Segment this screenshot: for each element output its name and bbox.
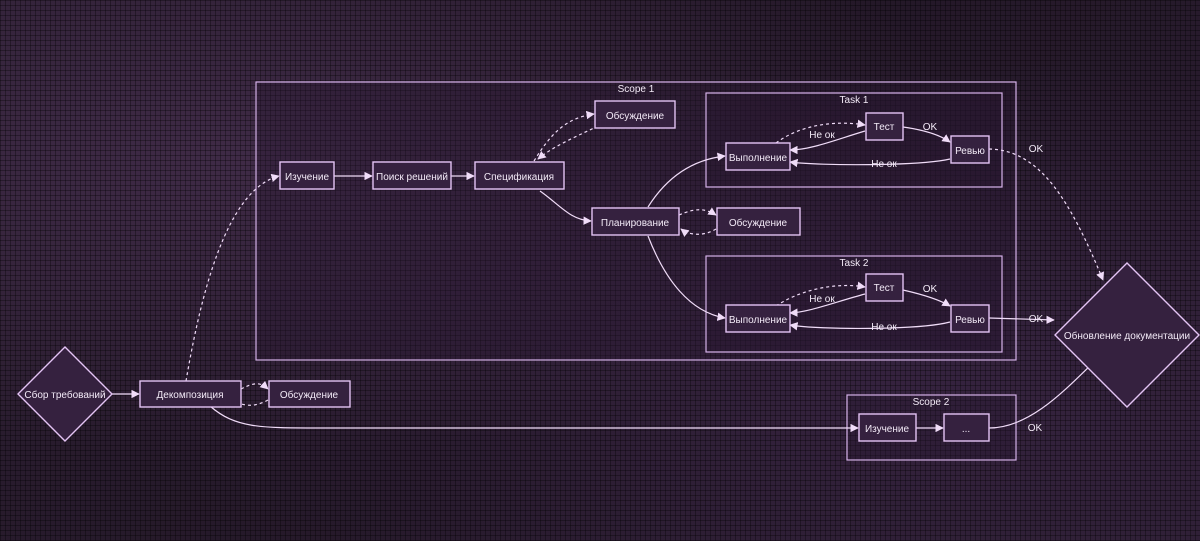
label-ok-t1: OK	[923, 122, 938, 133]
label-ok-out2: OK	[1029, 314, 1044, 325]
node-obnovlenie-label: Обновление документации	[1064, 330, 1190, 342]
node-vypolnenie1[interactable]: Выполнение	[725, 142, 791, 171]
edges	[112, 110, 1104, 433]
node-obsuzhdenie-dek-label: Обсуждение	[280, 389, 339, 401]
node-obsuzhdenie-spec-label: Обсуждение	[606, 110, 665, 122]
node-obnovlenie[interactable]: Обновление документации	[1054, 262, 1200, 408]
node-revyu1[interactable]: Ревью	[950, 135, 990, 164]
edge-spec-planirovanie	[539, 190, 592, 225]
node-izuchenie2-label: Изучение	[865, 424, 910, 435]
label-ok-out3: OK	[1028, 423, 1043, 434]
node-vypolnenie1-label: Выполнение	[729, 153, 788, 164]
edge-dek-obsuzhdenie	[240, 380, 269, 390]
edge-t1-revyu-vyp	[789, 158, 951, 168]
label-ok-t2: OK	[923, 284, 938, 295]
node-specifikaciya-label: Спецификация	[484, 171, 554, 183]
label-ok-out1: OK	[1029, 144, 1044, 155]
scope-1-title: Scope 1	[618, 84, 655, 95]
edge-t1-test-vyp	[789, 130, 866, 155]
node-izuchenie1-label: Изучение	[285, 172, 330, 183]
label-ne-ok-t1b: Не ок	[871, 159, 897, 170]
node-poisk-label: Поиск решений	[376, 172, 448, 183]
label-ne-ok-t1a: Не ок	[809, 130, 835, 141]
node-izuchenie1[interactable]: Изучение	[279, 161, 335, 190]
edge-scope2-obnovlenie	[988, 359, 1097, 429]
edge-t2-test-revyu	[902, 289, 951, 307]
node-test2-label: Тест	[874, 283, 895, 294]
node-revyu2[interactable]: Ревью	[950, 304, 990, 333]
node-sbor-label: Сбор требований	[24, 389, 105, 401]
edge-revyu2-obnovlenie	[988, 315, 1055, 324]
edge-plan-vypolnenie2	[647, 235, 726, 321]
task-2-container: Task 2	[705, 255, 1003, 353]
node-obsuzhdenie-dek[interactable]: Обсуждение	[268, 380, 351, 408]
node-obsuzhdenie-plan[interactable]: Обсуждение	[716, 207, 801, 236]
node-poisk[interactable]: Поиск решений	[372, 161, 452, 190]
node-specifikaciya[interactable]: Спецификация	[474, 161, 565, 190]
edge-t2-test-vyp	[789, 293, 866, 317]
edge-labels: Не ок OK Не ок Не ок OK Не ок OK OK OK	[809, 122, 1043, 434]
edge-t2-vyp-test	[775, 281, 866, 307]
node-revyu2-label: Ревью	[955, 315, 985, 326]
node-test2[interactable]: Тест	[865, 273, 904, 302]
node-planirovanie-label: Планирование	[601, 218, 670, 229]
edge-obsuzhdenie-plan	[680, 228, 717, 237]
node-revyu1-label: Ревью	[955, 146, 985, 157]
node-sbor[interactable]: Сбор требований	[17, 346, 113, 442]
edge-t1-test-revyu	[902, 126, 951, 143]
edge-obsuzhdenie-dek	[231, 399, 269, 408]
node-dekompoziciya-label: Декомпозиция	[156, 390, 223, 401]
task-2-title: Task 2	[840, 258, 869, 269]
node-ellipsis[interactable]: ...	[943, 413, 990, 442]
node-izuchenie2[interactable]: Изучение	[858, 413, 917, 442]
edge-dek-izuchenie1	[185, 173, 280, 382]
node-vypolnenie2[interactable]: Выполнение	[725, 304, 791, 333]
node-ellipsis-label: ...	[962, 424, 970, 435]
label-ne-ok-t2b: Не ок	[871, 322, 897, 333]
task-1-title: Task 1	[840, 95, 869, 106]
node-vypolnenie2-label: Выполнение	[729, 315, 788, 326]
label-ne-ok-t2a: Не ок	[809, 294, 835, 305]
edge-obsuzhdenie-spec	[537, 125, 599, 160]
edge-dek-izuchenie2	[209, 405, 859, 433]
node-planirovanie[interactable]: Планирование	[591, 207, 680, 236]
node-obsuzhdenie-spec[interactable]: Обсуждение	[594, 100, 676, 129]
node-dekompoziciya[interactable]: Декомпозиция	[139, 380, 242, 408]
node-test1-label: Тест	[874, 122, 895, 133]
edge-plan-vypolnenie1	[647, 152, 726, 208]
scope-2-title: Scope 2	[913, 397, 950, 408]
edge-t2-revyu-vyp	[789, 321, 951, 331]
node-obsuzhdenie-plan-label: Обсуждение	[729, 217, 788, 229]
node-test1[interactable]: Тест	[865, 112, 904, 141]
